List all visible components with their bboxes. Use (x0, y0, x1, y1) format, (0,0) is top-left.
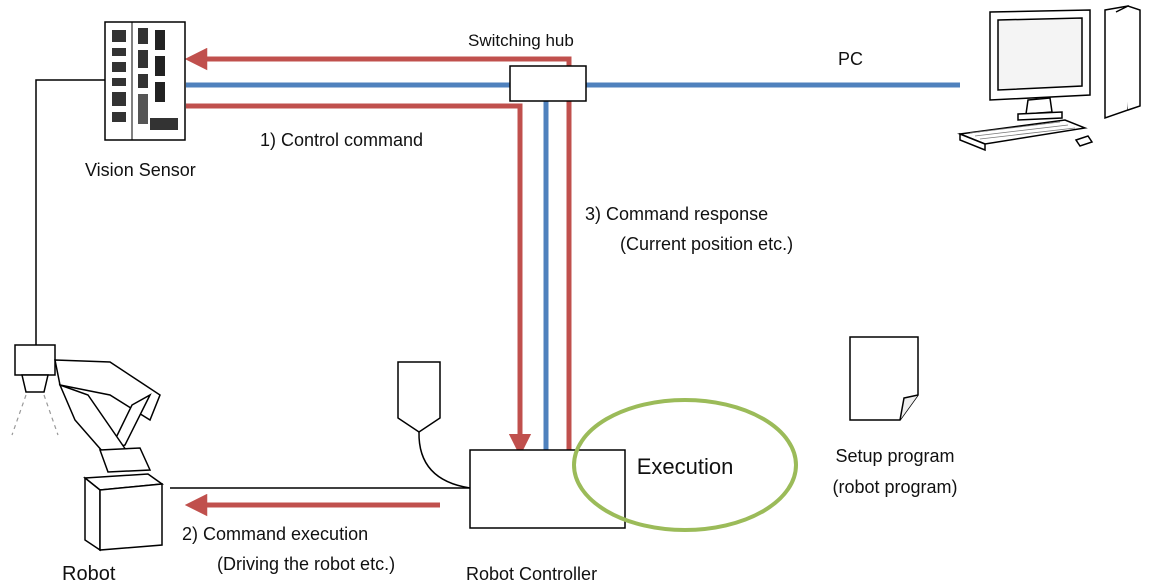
robot-arm-icon (14, 344, 165, 552)
switching-hub-box (509, 65, 587, 102)
command-response-label: 3) Command response (585, 204, 768, 224)
control-command-label: 1) Control command (260, 130, 423, 150)
pc-label: PC (838, 49, 863, 69)
command-execution-label: 2) Command execution (182, 524, 368, 544)
control-command-arrow (186, 103, 532, 457)
document-icon (849, 336, 919, 421)
command-response-arrow (184, 47, 572, 450)
setup-program-label: Setup program (835, 446, 954, 466)
keyboard-keys (969, 121, 1076, 140)
robot-label: Robot (62, 563, 116, 584)
execution-label: Execution (637, 454, 734, 479)
robot-controller-box (469, 449, 626, 529)
camera-cable (35, 79, 105, 345)
vision-sensor-device-icon (104, 21, 186, 141)
setup-program-detail: (robot program) (832, 477, 957, 497)
execution-ellipse (572, 398, 798, 532)
camera-rays (11, 394, 59, 436)
command-lines (184, 47, 572, 517)
switching-hub-label: Switching hub (468, 31, 574, 50)
command-response-detail: (Current position etc.) (620, 234, 793, 254)
teaching-pendant-icon (397, 361, 471, 489)
vision-sensor-label: Vision Sensor (85, 160, 196, 180)
command-execution-detail: (Driving the robot etc.) (217, 554, 395, 574)
desktop-computer-icon (957, 5, 1141, 152)
robot-controller-label: Robot Controller (466, 564, 597, 584)
